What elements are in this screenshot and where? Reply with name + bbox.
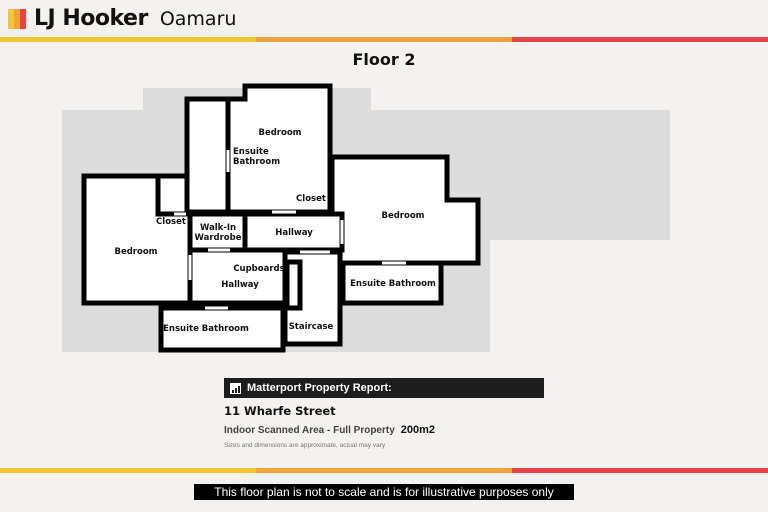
- label-ensuite-bottom: Ensuite Bathroom: [163, 324, 249, 334]
- brand-name: LJ Hooker: [34, 6, 148, 31]
- label-walkin-2: Wardrobe: [195, 233, 242, 243]
- label-walkin-1: Walk-In: [200, 223, 236, 233]
- disclaimer: This floor plan is not to scale and is f…: [194, 484, 574, 500]
- label-ensuite-top-2: Bathroom: [233, 157, 280, 167]
- room-ensuite-bottom: [158, 305, 286, 353]
- report-bar: Matterport Property Report:: [224, 378, 544, 398]
- label-ensuite-right: Ensuite Bathroom: [350, 279, 436, 289]
- top-stripe: [0, 37, 768, 42]
- scanned-area: Indoor Scanned Area - Full Property 200m2: [224, 424, 435, 436]
- area-value: 200m2: [400, 424, 436, 436]
- label-ensuite-top-1: Ensuite: [233, 147, 269, 157]
- property-address: 11 Wharfe Street: [224, 404, 336, 418]
- office-name: Oamaru: [159, 7, 237, 30]
- label-closet-top: Closet: [296, 194, 326, 204]
- logo-mark-icon: [8, 8, 26, 29]
- approximate-note: Sizes and dimensions are approximate, ac…: [224, 442, 386, 449]
- room-bedroom-top: [184, 83, 333, 215]
- doors: [174, 150, 406, 310]
- label-bedroom-right: Bedroom: [381, 211, 424, 221]
- label-bedroom-top: Bedroom: [258, 128, 301, 138]
- label-staircase: Staircase: [289, 322, 334, 332]
- label-closet-left: Closet: [156, 217, 186, 227]
- floor-title: Floor 2: [352, 50, 416, 69]
- lj-hooker-logo: LJ Hooker Oamaru: [8, 6, 236, 31]
- label-hallway-lower: Hallway: [221, 280, 259, 290]
- label-hallway-top: Hallway: [275, 228, 313, 238]
- report-bar-label: Matterport Property Report:: [247, 382, 392, 394]
- building-chart-icon: [230, 382, 241, 394]
- label-cupboards: Cupboards: [233, 264, 284, 274]
- area-label: Indoor Scanned Area - Full Property: [224, 425, 395, 436]
- room-hallway-lower: [187, 247, 293, 306]
- bottom-stripe: [0, 468, 768, 473]
- room-cupboards: [284, 259, 303, 311]
- label-bedroom-left: Bedroom: [114, 247, 157, 257]
- room-hallway-top: [242, 211, 345, 253]
